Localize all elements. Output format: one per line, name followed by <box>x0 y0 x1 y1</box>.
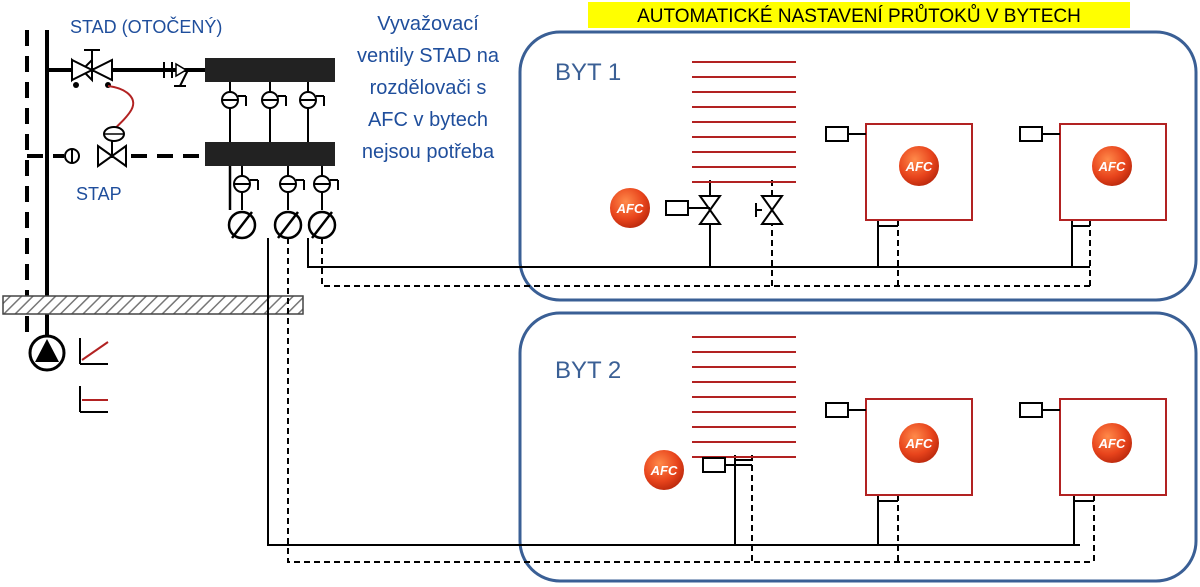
pump-curve-icon <box>79 338 109 365</box>
apartment-1-label: BYT 1 <box>555 59 621 86</box>
stad-valve-icon <box>71 49 113 88</box>
towel-radiator-1 <box>692 61 796 183</box>
stad-label: STAD (OTOČENÝ) <box>70 16 222 37</box>
outlet-valves <box>233 166 339 210</box>
title-highlight <box>588 2 1130 28</box>
note-line: AFC v bytech <box>368 109 488 131</box>
return-distributor <box>205 142 335 166</box>
svg-text:AFC: AFC <box>1098 436 1126 451</box>
apartment-2-box <box>518 311 1198 583</box>
afc-badge-icon: AFC <box>608 186 652 230</box>
shutoff-valve-icon <box>163 62 189 87</box>
svg-text:AFC: AFC <box>905 436 933 451</box>
afc-badge-icon: AFC <box>1090 144 1134 188</box>
note-line: rozdělovači s <box>370 77 487 99</box>
stap-label: STAP <box>76 184 122 204</box>
hatched-floor-icon <box>2 295 304 315</box>
apartment-2-supply <box>267 238 1080 546</box>
radiator-connections <box>735 225 1094 502</box>
apartment-1-return <box>321 180 1091 287</box>
svg-text:AFC: AFC <box>1098 159 1126 174</box>
afc-badge-icon: AFC <box>642 448 686 492</box>
apartment-2-return <box>287 238 1095 563</box>
pump-icon <box>28 334 66 372</box>
afc-badge-icon: AFC <box>1090 421 1134 465</box>
diagram-title: AUTOMATICKÉ NASTAVENÍ PRŮTOKŮ V BYTECH <box>637 5 1081 27</box>
apartment-1-box <box>518 30 1198 302</box>
note-line: ventily STAD na <box>357 45 500 67</box>
afc-badge-icon: AFC <box>897 421 941 465</box>
note-line: Vyvažovací <box>377 13 479 35</box>
note-line: nejsou potřeba <box>362 141 495 163</box>
svg-text:AFC: AFC <box>905 159 933 174</box>
distributor-valves <box>221 82 325 142</box>
supply-distributor <box>205 58 335 82</box>
radiator-valve-icon <box>665 195 784 225</box>
thermostat-head-icon <box>702 457 752 473</box>
flow-meter-icon <box>227 166 337 240</box>
towel-radiator-2 <box>692 336 796 458</box>
svg-text:AFC: AFC <box>650 463 678 478</box>
apartment-2-label: BYT 2 <box>555 357 621 384</box>
stap-valve-icon <box>64 126 127 168</box>
constant-curve-icon <box>79 386 108 413</box>
panel-radiator <box>1019 123 1167 221</box>
svg-text:AFC: AFC <box>616 201 644 216</box>
afc-badge-icon: AFC <box>897 144 941 188</box>
note-text: Vyvažovací ventily STAD na rozdělovači s… <box>357 13 500 163</box>
